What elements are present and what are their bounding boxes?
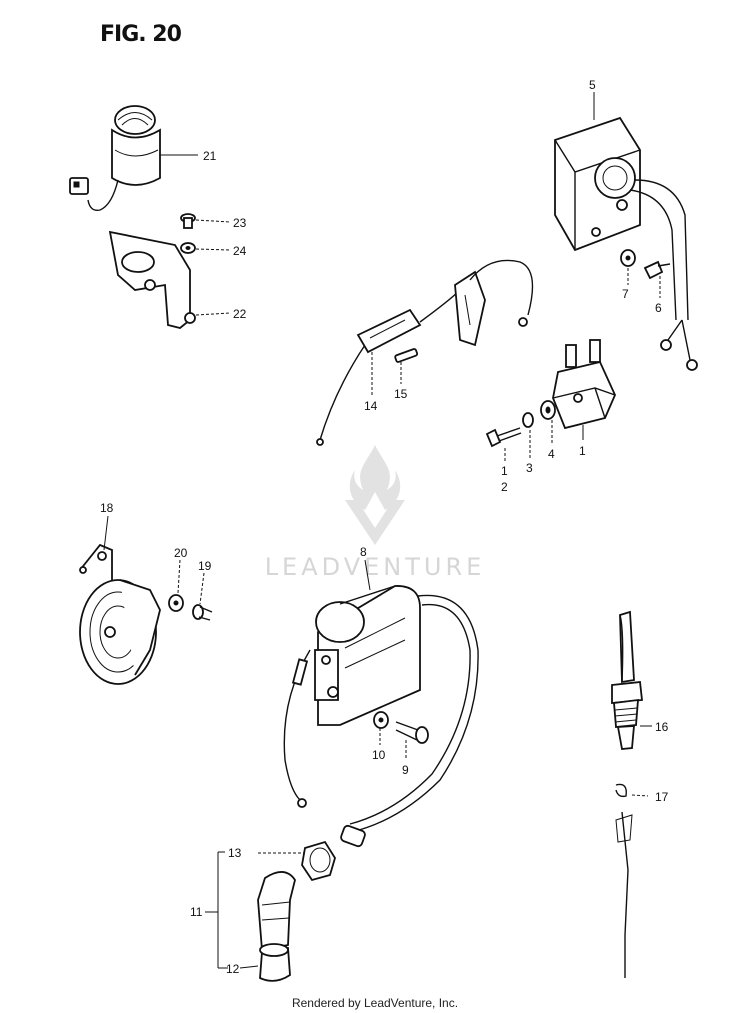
callout-6: 6 (655, 301, 662, 315)
callout-9: 9 (402, 763, 409, 777)
callout-1-rectifier: 1 (579, 444, 586, 458)
callout-24: 24 (233, 244, 247, 258)
callout-18: 18 (100, 501, 114, 515)
callout-23: 23 (233, 216, 247, 230)
callout-21: 21 (203, 149, 217, 163)
leader-lines-coil (364, 559, 407, 760)
rectifier-assembly (485, 339, 616, 448)
callout-2: 2 (501, 480, 508, 494)
leader-lines-fuse (371, 352, 402, 395)
callout-22: 22 (233, 307, 247, 321)
watermark-text: LEADVENTURE (264, 553, 486, 581)
ignition-switch-assembly (69, 105, 196, 329)
plug-cap-assembly (257, 824, 366, 982)
callout-20: 20 (174, 546, 188, 560)
callout-8: 8 (360, 545, 367, 559)
leader-lines-regulator (593, 92, 661, 298)
spark-plug-assembly (611, 610, 643, 978)
callout-1-bolt: 1 (501, 464, 508, 478)
leader-lines-sparkplug (631, 725, 652, 797)
horn-assembly (79, 543, 213, 685)
leadventure-logo-watermark (345, 445, 405, 545)
leader-lines-plugcap (217, 851, 305, 969)
callout-15: 15 (394, 387, 408, 401)
leader-lines-horn (103, 515, 205, 605)
figure-title: FIG. 20 (100, 22, 182, 47)
leader-lines-rectifier (504, 420, 584, 462)
fuse-holder-assembly (316, 259, 534, 446)
callout-17: 17 (655, 790, 669, 804)
callout-3: 3 (526, 461, 533, 475)
callout-13: 13 (228, 846, 242, 860)
callout-19: 19 (198, 559, 212, 573)
footer-credit: Rendered by LeadVenture, Inc. (291, 996, 459, 1010)
callout-10: 10 (372, 748, 386, 762)
callout-14: 14 (364, 399, 378, 413)
callout-4: 4 (548, 447, 555, 461)
ignition-coil-assembly (283, 585, 479, 833)
regulator-assembly (554, 116, 698, 371)
callout-12: 12 (226, 962, 240, 976)
callout-labels: 21 23 24 22 5 7 6 14 15 1 1 2 3 4 18 20 … (100, 78, 669, 976)
leader-lines-ignition (160, 154, 231, 316)
callout-16: 16 (655, 720, 669, 734)
callout-7: 7 (622, 287, 629, 301)
callout-11: 11 (190, 905, 203, 919)
callout-5: 5 (589, 78, 596, 92)
